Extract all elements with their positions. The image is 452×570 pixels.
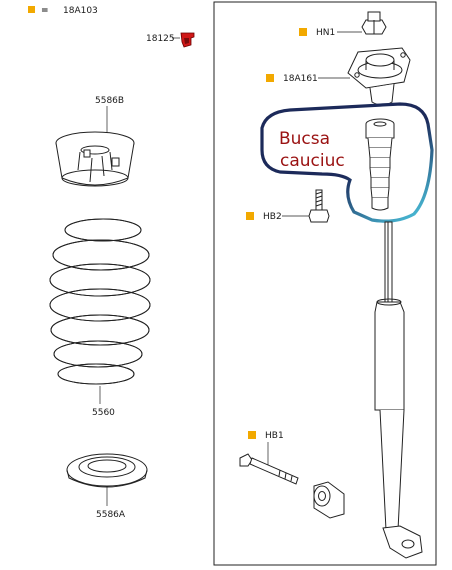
part-5586A[interactable]: 5586A: [66, 453, 148, 520]
part-5560[interactable]: 5560: [49, 218, 151, 418]
marker-18A161: [266, 74, 274, 82]
annotation-line2: cauciuc: [280, 151, 345, 171]
assembly-frame: [213, 1, 437, 566]
part-HB1[interactable]: HB1: [239, 431, 345, 519]
annotation-callout: Bucsa cauciuc: [260, 102, 434, 223]
legend-marker: [28, 6, 35, 13]
part-shock-absorber[interactable]: [374, 221, 423, 559]
part-label-18125: 18125: [146, 34, 175, 44]
marker-HN1: [299, 28, 307, 36]
part-bump-stop[interactable]: [365, 118, 395, 211]
part-HN1[interactable]: HN1: [299, 11, 387, 38]
part-label-5586B: 5586B: [95, 96, 124, 106]
part-label-18A161: 18A161: [283, 74, 318, 84]
annotation-line1: Bucsa: [279, 129, 330, 149]
part-label-5586A: 5586A: [96, 510, 126, 520]
part-label-HB2: HB2: [263, 212, 282, 222]
part-18A161[interactable]: 18A161: [266, 47, 411, 106]
legend-code: 18A103: [63, 6, 98, 16]
part-5586B[interactable]: 5586B: [55, 96, 135, 187]
part-18125[interactable]: 18125: [146, 32, 195, 48]
part-label-5560: 5560: [92, 408, 115, 418]
part-label-HB1: HB1: [265, 431, 284, 441]
legend: = 18A103: [28, 6, 98, 16]
annotation-outline: [260, 102, 434, 223]
marker-HB1: [248, 431, 256, 439]
part-HB2[interactable]: HB2: [246, 189, 330, 223]
coil-spring: [49, 218, 151, 385]
marker-HB2: [246, 212, 254, 220]
part-label-HN1: HN1: [316, 28, 335, 38]
legend-equals: =: [41, 6, 49, 16]
